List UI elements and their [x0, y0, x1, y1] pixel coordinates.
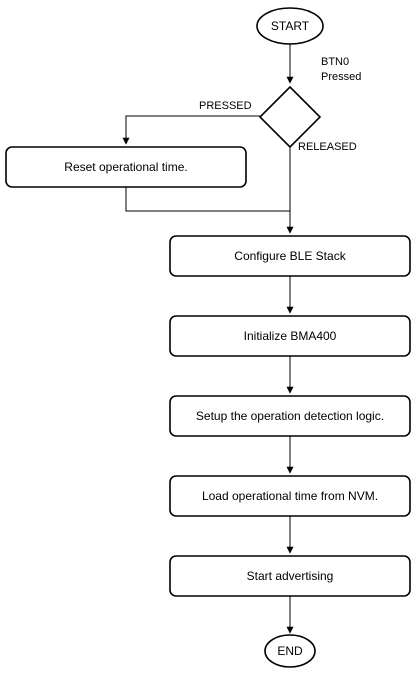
edge-pressed-to-reset: [122, 115, 260, 145]
initialize-bma400-box: Initialize BMA400: [169, 315, 411, 357]
reset-operational-time-label: Reset operational time.: [64, 160, 187, 174]
decision-label-line2: Pressed: [321, 71, 361, 83]
setup-detection-logic-box: Setup the operation detection logic.: [169, 395, 411, 437]
edge-label-released: RELEASED: [298, 141, 357, 153]
edge-label-pressed: PRESSED: [199, 100, 252, 112]
btn0-decision: [258, 85, 322, 149]
edge-reset-merge: [125, 187, 290, 212]
setup-detection-logic-label: Setup the operation detection logic.: [196, 409, 384, 423]
start-terminator: START: [256, 7, 324, 45]
decision-label-line1: BTN0: [321, 56, 349, 68]
configure-ble-stack-label: Configure BLE Stack: [234, 249, 346, 263]
end-terminator: END: [264, 634, 316, 668]
reset-operational-time-box: Reset operational time.: [5, 146, 247, 188]
start-label: START: [271, 19, 310, 33]
end-label: END: [277, 644, 303, 658]
initialize-bma400-label: Initialize BMA400: [244, 329, 337, 343]
start-advertising-label: Start advertising: [247, 569, 334, 583]
configure-ble-stack-box: Configure BLE Stack: [169, 235, 411, 277]
start-advertising-box: Start advertising: [169, 555, 411, 597]
load-operational-time-label: Load operational time from NVM.: [202, 489, 378, 503]
load-operational-time-box: Load operational time from NVM.: [169, 475, 411, 517]
